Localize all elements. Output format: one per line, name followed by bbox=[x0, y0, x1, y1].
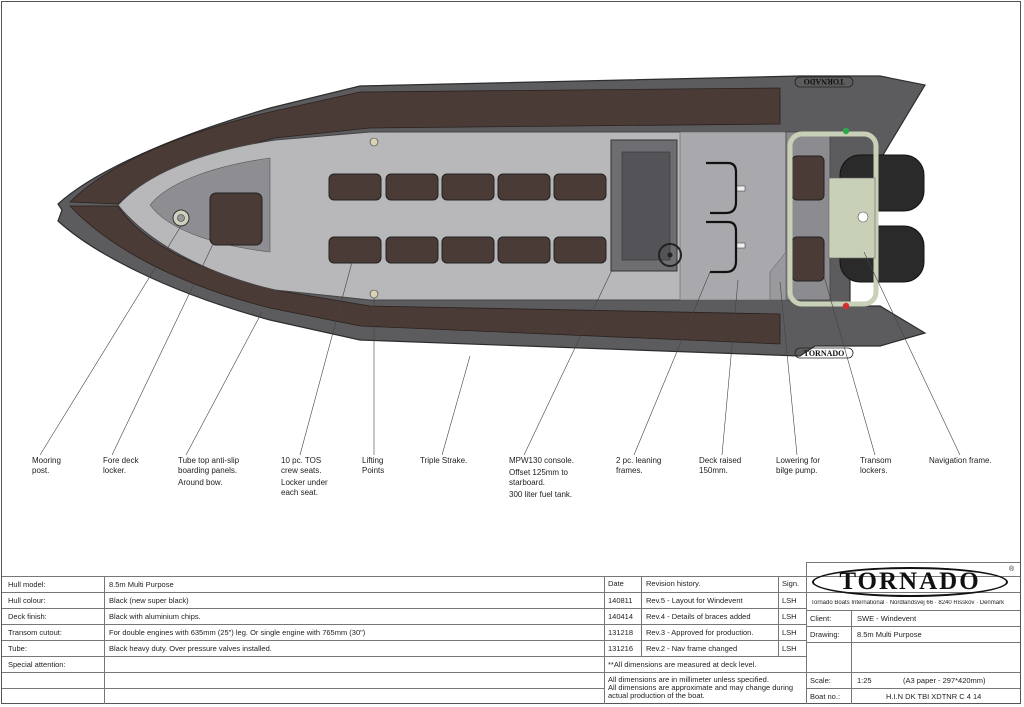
transom-locker bbox=[791, 155, 825, 201]
leader-lines bbox=[39, 225, 961, 456]
spec-label: Hull model: bbox=[8, 580, 46, 589]
scale-label: Scale: bbox=[810, 676, 831, 685]
dimension-disclaimer: All dimensions are in millimeter unless … bbox=[608, 676, 794, 700]
boat-no-value: H.I.N DK TBI XDTNR C 4 14 bbox=[886, 692, 982, 701]
steering-wheel bbox=[658, 243, 682, 267]
client-value: SWE - Windevent bbox=[857, 614, 917, 623]
crew-seats bbox=[328, 173, 607, 264]
hull-brand-top: TORNADO bbox=[804, 77, 845, 86]
nav-light-red bbox=[842, 302, 850, 310]
revision-date: 131216 bbox=[608, 644, 634, 653]
crew-seat bbox=[497, 173, 551, 201]
revision-date: 140811 bbox=[608, 596, 633, 605]
paper-size: (A3 paper - 297*420mm) bbox=[903, 676, 986, 685]
revision-sign: LSH bbox=[782, 644, 797, 653]
crew-seat bbox=[441, 173, 495, 201]
revision-date: 140414 bbox=[608, 612, 634, 621]
revision-desc: Rev.2 - Nav frame changed bbox=[646, 644, 738, 653]
spec-value: 8.5m Multi Purpose bbox=[109, 580, 174, 589]
revision-sign: LSH bbox=[782, 596, 797, 605]
lifting-point bbox=[369, 137, 379, 147]
crew-seat bbox=[385, 236, 439, 264]
crew-seat bbox=[553, 173, 607, 201]
spec-value: Black (new super black) bbox=[109, 596, 189, 605]
leaning-frame bbox=[706, 220, 738, 274]
company-address: Tornado Boats International · Nordlandsv… bbox=[811, 600, 1005, 606]
aft-deck-raised bbox=[679, 131, 787, 301]
hull-brand-bottom: TORNADO bbox=[804, 349, 845, 358]
tube-pad-bottom bbox=[69, 205, 781, 345]
scale-value: 1:25 bbox=[857, 676, 872, 685]
spec-label: Deck finish: bbox=[8, 612, 47, 621]
revision-desc: Rev.4 - Details of braces added bbox=[646, 612, 751, 621]
bilge-lowering bbox=[769, 251, 787, 301]
dimension-note: **All dimensions are measured at deck le… bbox=[608, 660, 757, 669]
client-label: Client: bbox=[810, 614, 832, 623]
crew-seat bbox=[328, 236, 382, 264]
registered-mark: ® bbox=[1009, 566, 1015, 573]
boat-no-label: Boat no.: bbox=[810, 692, 841, 701]
crew-seat bbox=[497, 236, 551, 264]
spec-value: Black heavy duty. Over pressure valves i… bbox=[109, 644, 272, 653]
tornado-logo: TORNADO bbox=[812, 567, 1008, 597]
crew-seat bbox=[328, 173, 382, 201]
nav-light-green bbox=[842, 127, 850, 135]
revision-sign: LSH bbox=[782, 628, 797, 637]
transom-locker bbox=[791, 236, 825, 282]
revision-header-history: Revision history. bbox=[646, 579, 701, 588]
spec-label: Transom cutout: bbox=[8, 628, 62, 637]
drawing-value: 8.5m Multi Purpose bbox=[857, 630, 922, 639]
crew-seat bbox=[385, 173, 439, 201]
lifting-point bbox=[369, 289, 379, 299]
revision-desc: Rev.3 - Approved for production. bbox=[646, 628, 754, 637]
revision-header-sign: Sign. bbox=[782, 579, 800, 588]
revision-sign: LSH bbox=[782, 612, 797, 621]
spec-value: For double engines with 635mm (25") leg.… bbox=[109, 628, 366, 637]
spec-label: Tube: bbox=[8, 644, 27, 653]
leaning-frame bbox=[706, 161, 738, 215]
callout-navigation-frame: Navigation frame. bbox=[929, 456, 992, 465]
spec-label: Hull colour: bbox=[8, 596, 46, 605]
spec-label: Special attention: bbox=[8, 660, 66, 669]
crew-seat bbox=[441, 236, 495, 264]
drawing-label: Drawing: bbox=[810, 630, 840, 639]
fore-deck-locker bbox=[209, 192, 263, 246]
revision-date: 131218 bbox=[608, 628, 634, 637]
callout-triple-strake: Triple Strake. bbox=[420, 456, 468, 465]
spec-value: Black with aluminium chips. bbox=[109, 612, 201, 621]
crew-seat bbox=[553, 236, 607, 264]
revision-header-date: Date bbox=[608, 579, 624, 588]
navigation-frame bbox=[787, 131, 879, 307]
revision-desc: Rev.5 - Layout for Windevent bbox=[646, 596, 743, 605]
